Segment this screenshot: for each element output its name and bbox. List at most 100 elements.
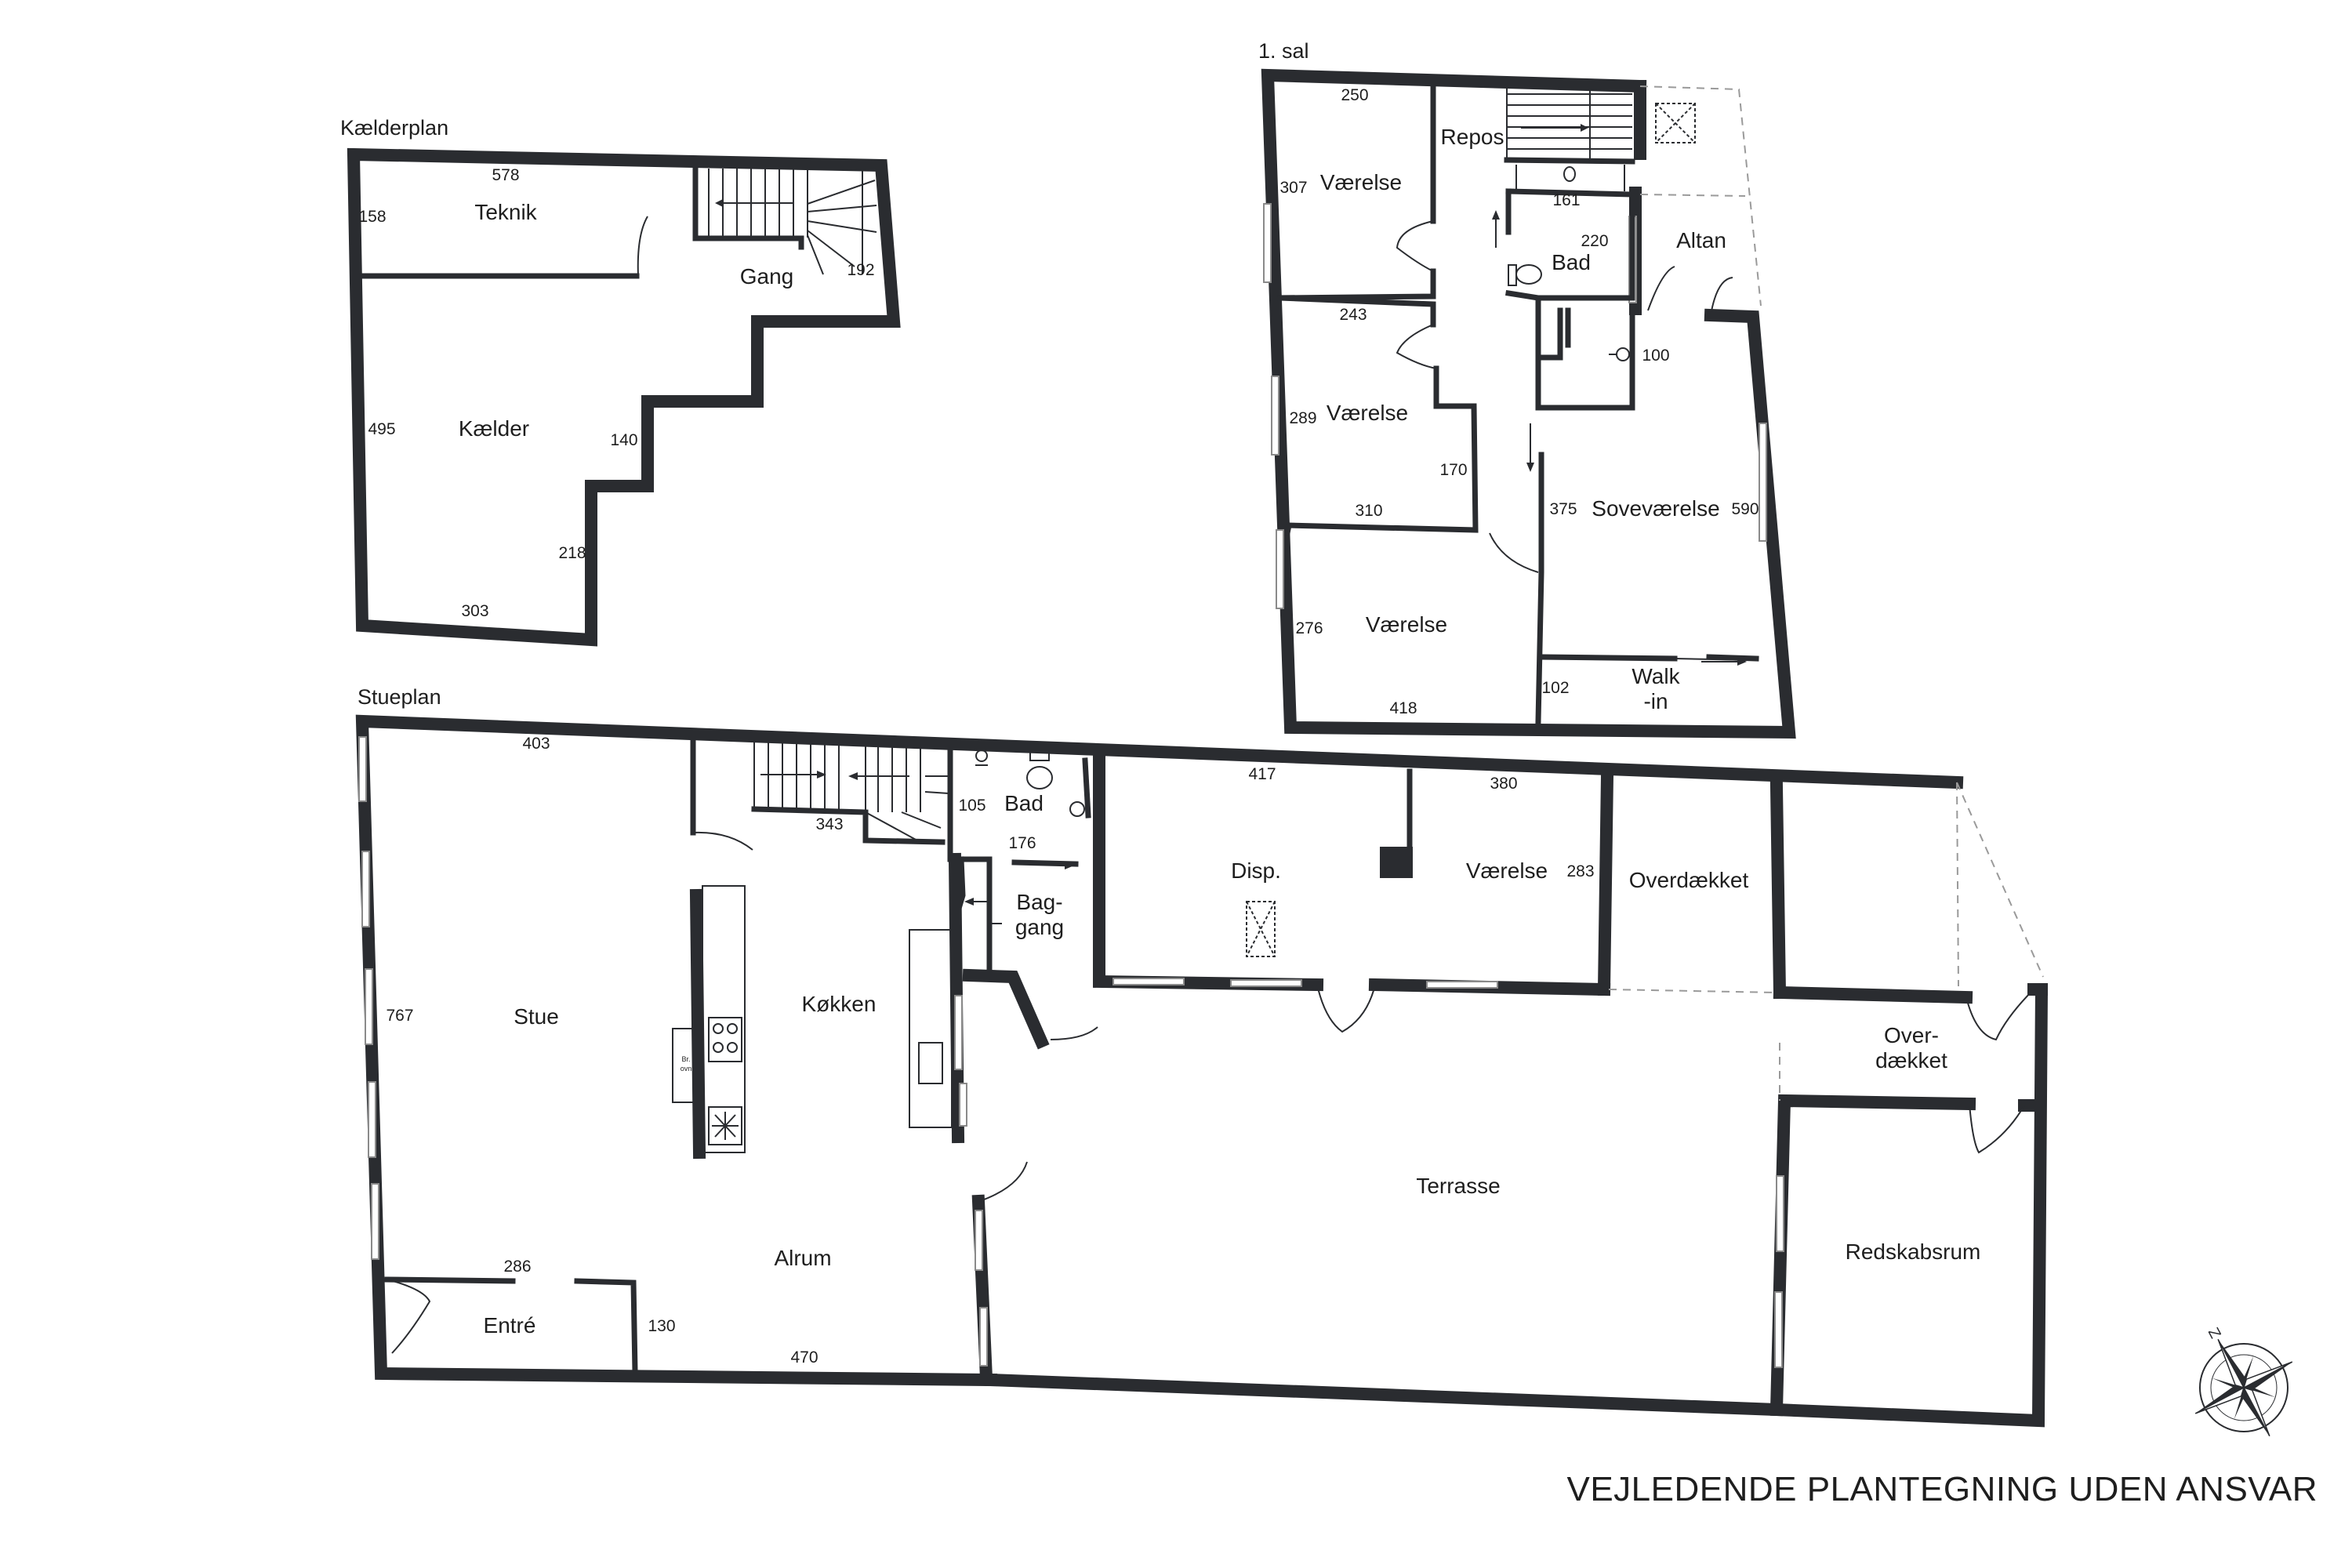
- dim-vaer-h: 283: [1566, 862, 1594, 880]
- basement-plan: Kælderplan Teknik Gang Kælder 578 158 19…: [340, 116, 901, 647]
- room-baggang-line1: Bag-: [1016, 890, 1062, 914]
- dim-entre-w: 286: [503, 1258, 531, 1276]
- door: [387, 1279, 431, 1354]
- door: [1396, 220, 1434, 272]
- first-floor-plan: 1. sal: [1258, 39, 1796, 739]
- room-vaerelse-3: Værelse: [1366, 612, 1447, 637]
- room-koekken: Køkken: [802, 992, 877, 1016]
- window: [1112, 978, 1185, 985]
- door: [692, 831, 753, 851]
- room-redskabsrum: Redskabsrum: [1846, 1240, 1981, 1264]
- window: [1426, 981, 1498, 989]
- door: [1316, 984, 1376, 1033]
- shower-icon: [975, 750, 988, 766]
- skylight-icon: [1655, 103, 1696, 143]
- dim-sove-w: 375: [1549, 500, 1577, 518]
- sink-icon: [1563, 166, 1576, 182]
- room-repos: Repos: [1441, 125, 1504, 149]
- window: [1271, 376, 1279, 456]
- dim-v1-h: 307: [1279, 179, 1307, 197]
- dim-walkin-h: 102: [1541, 679, 1569, 697]
- dim-stair: 343: [815, 815, 843, 833]
- first-floor-stairs-icon: [1506, 86, 1632, 160]
- kitchen-counter: [702, 885, 746, 1153]
- dim-teknik-h: 158: [358, 208, 386, 226]
- ground-stairs-icon: [753, 737, 949, 841]
- window: [975, 1210, 983, 1271]
- room-vaerelse-2: Værelse: [1327, 401, 1408, 425]
- room-sovevaerelse: Soveværelse: [1592, 496, 1719, 521]
- room-entre: Entré: [484, 1313, 536, 1338]
- dim-entre-h: 130: [648, 1317, 675, 1335]
- dim-hall: 170: [1439, 461, 1467, 479]
- dim-disp-w: 417: [1248, 765, 1276, 783]
- room-bad-upper: Bad: [1552, 250, 1591, 274]
- sink-icon: [1069, 801, 1085, 817]
- room-disp: Disp.: [1231, 858, 1281, 883]
- ground-floor-outline: [355, 714, 1964, 1387]
- room-walkin-line2: -in: [1643, 689, 1668, 713]
- dim-baggang: 176: [1008, 834, 1036, 852]
- window: [954, 995, 963, 1070]
- dim-vaer-w: 380: [1490, 775, 1517, 793]
- door: [1396, 324, 1437, 369]
- room-terrasse: Terrasse: [1416, 1174, 1500, 1198]
- sink-icon: [918, 1042, 943, 1084]
- dim-bad-w: 161: [1552, 191, 1580, 209]
- window: [361, 851, 370, 927]
- window: [358, 736, 367, 802]
- dim-basement-step: 140: [610, 431, 637, 449]
- compass-rose-icon: [2194, 1327, 2293, 1437]
- window: [1774, 1291, 1783, 1368]
- door: [1710, 277, 1733, 316]
- room-teknik: Teknik: [474, 200, 537, 224]
- room-baggang-line2: gang: [1015, 915, 1064, 939]
- shower-icon: [1609, 347, 1630, 361]
- toilet-icon: [1026, 750, 1053, 789]
- dim-bad-w: 105: [958, 797, 985, 815]
- room-altan: Altan: [1676, 228, 1726, 252]
- dim-basement-step2: 218: [558, 544, 586, 562]
- window: [979, 1307, 988, 1367]
- door: [1969, 1103, 2025, 1154]
- door: [979, 1161, 1028, 1202]
- dim-ground-bottom: 470: [790, 1348, 818, 1367]
- oven: [672, 1028, 700, 1103]
- stove-icon: [708, 1017, 742, 1062]
- side-counter: [909, 929, 953, 1128]
- basement-door: [637, 216, 648, 277]
- dim-basement-left: 495: [368, 420, 395, 438]
- dim-stue-top: 403: [522, 735, 550, 753]
- door: [1965, 989, 2034, 1041]
- dim-bad-h: 220: [1581, 232, 1608, 250]
- first-floor-outline: [1261, 68, 1796, 739]
- room-vaerelse-1: Værelse: [1320, 170, 1402, 194]
- oven-label-line1: Br.: [681, 1055, 690, 1063]
- oven-label-line2: ovn: [681, 1065, 692, 1073]
- fan-icon: [708, 1106, 742, 1145]
- dim-first-bottom: 418: [1389, 699, 1417, 717]
- room-vaerelse-ground: Værelse: [1466, 858, 1548, 883]
- window: [368, 1081, 376, 1158]
- room-bad-lower: Bad: [1004, 791, 1044, 815]
- basement-title: Kælderplan: [340, 116, 448, 140]
- window: [1276, 529, 1284, 609]
- window: [1230, 979, 1302, 987]
- door: [1489, 532, 1539, 573]
- room-gang: Gang: [740, 264, 794, 289]
- window: [365, 968, 373, 1045]
- window: [1776, 1175, 1784, 1252]
- dim-stue-h: 767: [386, 1007, 413, 1025]
- door: [1050, 1026, 1098, 1040]
- dim-v3-h: 276: [1295, 619, 1323, 637]
- ground-floor-title: Stueplan: [358, 685, 441, 709]
- dim-first-top: 250: [1341, 86, 1368, 104]
- dim-basement-bottom: 303: [461, 602, 488, 620]
- toilet-icon: [1508, 264, 1542, 286]
- room-walkin-line1: Walk: [1632, 664, 1680, 688]
- window: [1759, 423, 1767, 542]
- disclaimer-footer: VEJLEDENDE PLANTEGNING UDEN ANSVAR: [1566, 1470, 2318, 1508]
- dim-v2-bottom: 310: [1355, 502, 1382, 520]
- basement-stairs-icon: [708, 169, 877, 275]
